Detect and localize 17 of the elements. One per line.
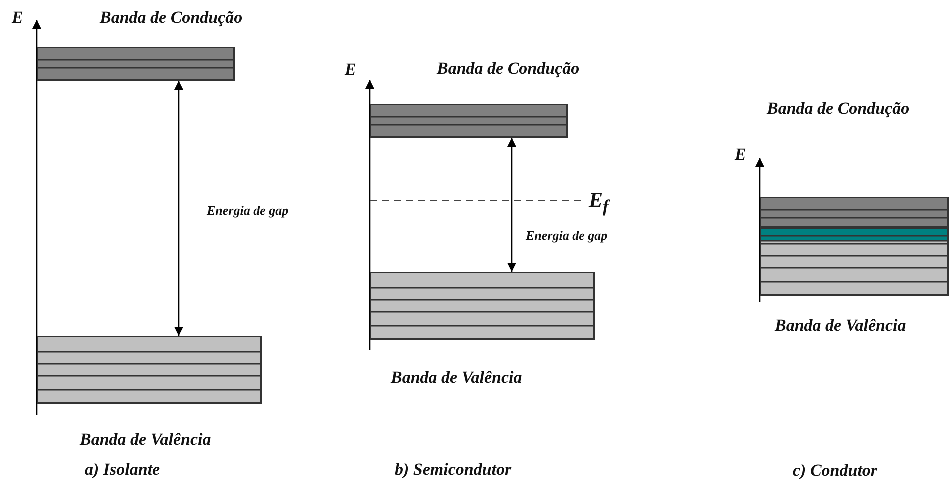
gap-arrow: [174, 81, 184, 336]
band-title: Banda de Condução: [100, 8, 243, 28]
band-title: Banda de Condução: [767, 99, 910, 119]
band-title: Banda de Valência: [80, 430, 212, 450]
gap-arrow: [508, 138, 516, 272]
band-title: Banda de Valência: [391, 368, 522, 388]
axis-label: E: [345, 60, 356, 80]
band-title: Banda de Condução: [437, 59, 580, 79]
panel-caption: b) Semicondutor: [395, 460, 512, 480]
band-title: Banda de Valência: [775, 316, 906, 336]
edge-label: Energia de gap: [207, 203, 289, 219]
axis-label: E: [735, 145, 746, 165]
panel-caption: c) Condutor: [793, 461, 878, 481]
fermi-level-label: E$_{f}$: [589, 188, 609, 218]
axis-label: E: [12, 8, 24, 28]
panel-caption: a) Isolante: [85, 460, 160, 480]
edge-label: Energia de gap: [526, 228, 608, 244]
